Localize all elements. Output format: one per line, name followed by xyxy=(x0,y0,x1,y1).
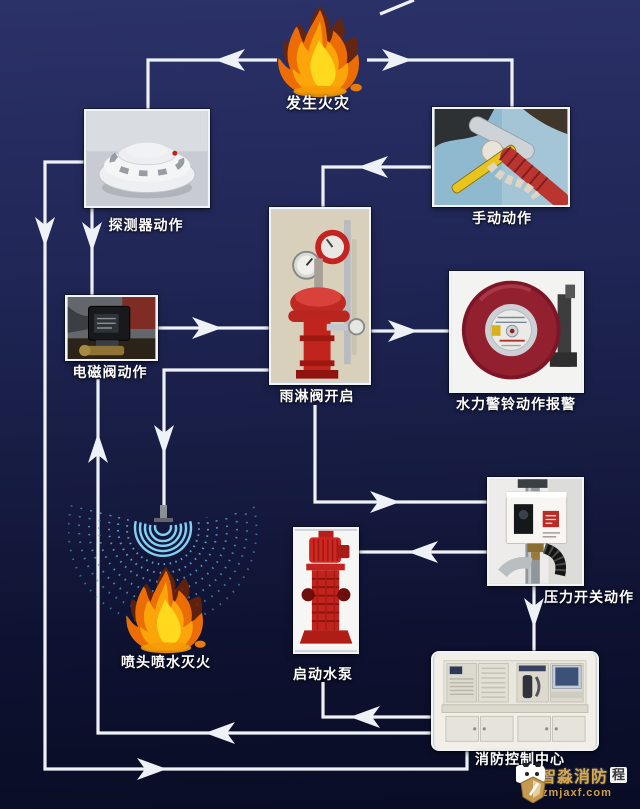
label-detector: 探测器动作 xyxy=(108,217,184,233)
arrow-pressure-pump xyxy=(408,541,438,563)
control-center-photo xyxy=(431,651,599,751)
arrow-down-sprinkler xyxy=(154,425,174,455)
manual-valve-photo xyxy=(432,107,570,207)
deluge-valve-photo xyxy=(269,207,371,385)
line-fire-to-manual xyxy=(367,58,514,107)
arrow-solenoid-deluge xyxy=(192,317,222,339)
line-control-to-pump xyxy=(321,682,431,719)
label-solenoid: 电磁阀动作 xyxy=(72,364,148,380)
label-fire: 发生火灾 xyxy=(285,95,351,112)
watermark-logo-icon xyxy=(516,763,546,803)
smoke-detector-photo xyxy=(84,109,210,208)
line-control-to-solenoid xyxy=(96,379,431,735)
arrow-control-pump xyxy=(350,706,380,728)
pressure-switch-photo xyxy=(487,477,584,586)
label-pressure-switch: 压力开关动作 xyxy=(544,589,634,605)
label-alarm-bell: 水力警铃动作报警 xyxy=(456,396,576,412)
line-top-right-fragment xyxy=(379,0,415,16)
arrow-left-to-detector xyxy=(215,49,245,71)
arrowheads xyxy=(35,49,544,780)
line-deluge-to-sprinkler xyxy=(162,368,269,516)
label-sprinkler: 喷头喷水灭火 xyxy=(121,654,211,670)
label-pump: 启动水泵 xyxy=(293,666,353,682)
arrow-deluge-bell xyxy=(388,320,418,342)
solenoid-valve-photo xyxy=(65,295,158,361)
arrow-pressure-control xyxy=(524,598,544,628)
line-deluge-to-pressure xyxy=(313,405,487,504)
label-deluge-valve: 雨淋阀开启 xyxy=(279,388,355,404)
arrow-manual-deluge xyxy=(358,156,388,178)
fire-flame-icon xyxy=(270,4,370,99)
arrow-down-left-line xyxy=(35,217,55,247)
arrow-up-solenoid xyxy=(88,433,108,463)
water-alarm-bell-photo xyxy=(449,271,584,393)
fire-pump-photo xyxy=(293,527,359,654)
arrow-right-to-manual xyxy=(382,49,412,71)
sprinkler-spray-graphic xyxy=(68,505,258,625)
label-control-center: 消防控制中心 xyxy=(475,751,565,767)
watermark-url-text: zmjaxf.com xyxy=(542,787,612,799)
line-fire-to-detector xyxy=(146,58,277,109)
arrow-down-solenoid xyxy=(82,222,102,252)
arrow-detector-control xyxy=(137,758,167,780)
arrow-deluge-pressure xyxy=(370,491,400,513)
line-detector-to-control xyxy=(43,160,469,771)
sprinkler-flame-icon xyxy=(112,565,220,655)
line-manual-to-deluge xyxy=(321,165,431,207)
label-manual: 手动动作 xyxy=(472,210,532,226)
arrow-control-solenoid xyxy=(205,722,235,744)
watermark-brand-text: 智淼消防 xyxy=(540,769,609,786)
watermark: 智淼消防 程 zmjaxf.com xyxy=(516,763,640,807)
watermark-badge-text: 程 xyxy=(610,767,628,783)
